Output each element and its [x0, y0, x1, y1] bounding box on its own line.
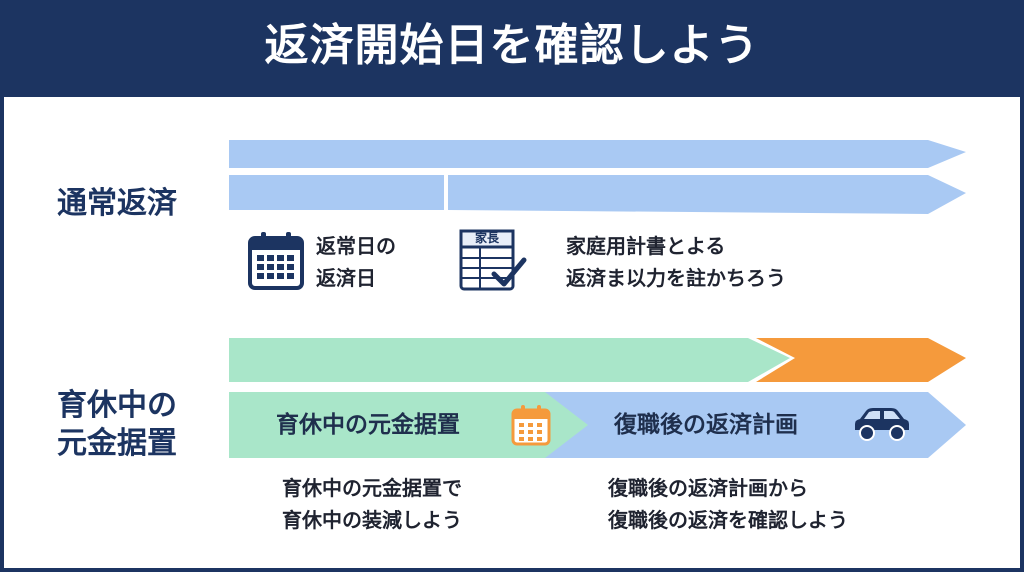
- deferral-note2-line1: 復職後の返済計画から: [608, 476, 808, 500]
- calendar-icon: [248, 232, 304, 290]
- deferral-arrow-orange: [756, 338, 966, 382]
- deferral-segment2-label: 復職後の返済計画: [614, 412, 798, 438]
- page-title: 返済開始日を確認しよう: [264, 20, 760, 71]
- household-ledger-icon: [459, 229, 527, 291]
- normal-arrow-top: [229, 140, 966, 168]
- deferral-arrow-blue: [545, 392, 966, 458]
- normal-item2-line1: 家庭用計書とよる: [566, 234, 726, 258]
- deferral-note1-line1: 育休中の元金据置で: [282, 476, 462, 500]
- header-bar: [0, 0, 1024, 97]
- deferral-segment1-label: 育休中の元金据置: [276, 412, 460, 438]
- car-icon: [855, 408, 909, 441]
- deferral-arrow-green-segment: [229, 392, 588, 458]
- normal-arrow-bottom-left: [229, 175, 444, 210]
- deferral-note2-line2: 復職後の返済を確認しよう: [608, 508, 848, 532]
- calendar-icon: [511, 405, 551, 446]
- normal-section-label: 通常返済: [57, 186, 177, 221]
- deferral-arrow-green: [229, 338, 790, 382]
- normal-arrow-bottom-right: [448, 175, 966, 214]
- ledger-badge-text: 家長: [474, 231, 499, 245]
- deferral-section-label-line1: 育休中の: [57, 388, 177, 423]
- normal-item1-line2: 返済日: [316, 266, 376, 290]
- normal-item2-line2: 返済ま以力を註かちろう: [566, 266, 786, 290]
- deferral-section-label-line2: 元金据置: [57, 426, 177, 461]
- deferral-note1-line2: 育休中の装減しよう: [282, 508, 462, 532]
- normal-item1-line1: 返常日の: [316, 234, 396, 258]
